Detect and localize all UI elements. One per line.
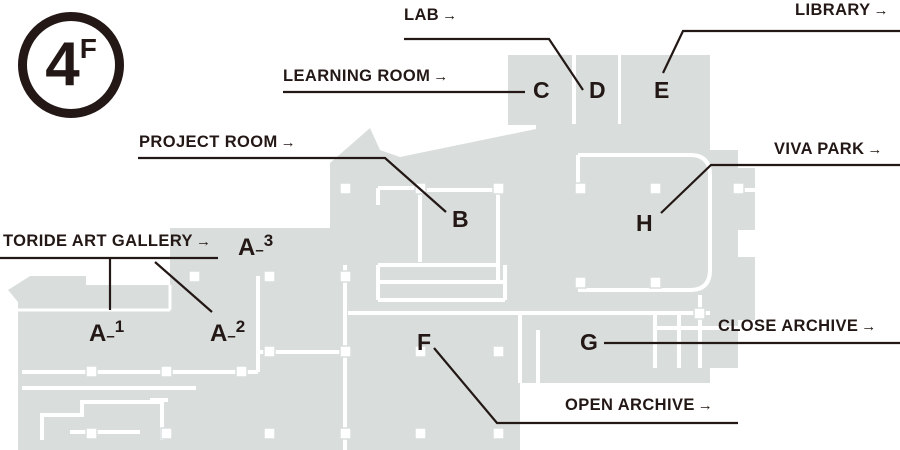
room-a2-code: A	[210, 320, 228, 347]
room-label-d[interactable]: D	[589, 77, 606, 103]
floor-number: 4	[45, 30, 79, 99]
room-label-a3[interactable]: A–3	[238, 232, 273, 260]
callout-close-archive-label: CLOSE ARCHIVE	[718, 317, 859, 335]
arrow-right-icon: →	[867, 141, 883, 158]
room-block-a3	[190, 228, 332, 276]
floor-suffix: F	[79, 33, 97, 64]
callout-viva-park-label: VIVA PARK	[774, 140, 865, 158]
room-label-g[interactable]: G	[580, 329, 598, 355]
callout-project-room-label: PROJECT ROOM	[139, 133, 278, 151]
callout-learning-room[interactable]: LEARNING ROOM→	[283, 67, 449, 86]
room-label-c[interactable]: C	[533, 77, 550, 103]
arrow-right-icon: →	[442, 7, 458, 24]
callout-open-archive[interactable]: OPEN ARCHIVE→	[565, 396, 713, 415]
callout-close-archive[interactable]: CLOSE ARCHIVE→	[718, 317, 877, 336]
arrow-right-icon: →	[195, 233, 212, 250]
arrow-right-icon: →	[697, 397, 714, 414]
floor-outline	[8, 124, 755, 450]
callout-viva-park[interactable]: VIVA PARK→	[774, 140, 883, 159]
callout-library-label: LIBRARY	[795, 1, 871, 19]
room-a2-index: 2	[235, 317, 246, 336]
arrow-right-icon: →	[280, 134, 297, 151]
leader-a2	[154, 261, 213, 313]
archive-block-4	[655, 331, 679, 367]
callout-toride-art-gallery[interactable]: TORIDE ART GALLERY→	[3, 232, 211, 251]
archive-block-5	[682, 331, 700, 367]
floor-slab	[8, 55, 755, 450]
arrow-right-icon: →	[873, 2, 889, 19]
column-grid	[85, 182, 745, 440]
leader-lab	[404, 37, 584, 91]
room-label-a1[interactable]: A–1	[89, 318, 124, 346]
callout-toride-art-gallery-label: TORIDE ART GALLERY	[3, 232, 193, 250]
callout-lab[interactable]: LAB→	[404, 6, 458, 25]
leader-open-archive	[433, 347, 738, 425]
room-a1-dash: –	[106, 328, 115, 345]
room-a1-index: 1	[114, 317, 125, 336]
room-a1-code: A	[89, 320, 107, 347]
callout-learning-room-label: LEARNING ROOM	[283, 67, 431, 85]
room-label-f[interactable]: F	[417, 329, 432, 355]
leader-project-room	[138, 156, 447, 213]
arrow-right-icon: →	[433, 68, 449, 85]
room-label-b[interactable]: B	[452, 206, 469, 232]
leader-viva-park	[660, 163, 900, 214]
room-a3-index: 3	[263, 231, 274, 250]
room-a3-dash: –	[255, 242, 264, 259]
room-block-c	[508, 55, 572, 125]
callout-open-archive-label: OPEN ARCHIVE	[565, 396, 695, 414]
leader-lines	[0, 29, 900, 425]
room-label-a2[interactable]: A–2	[210, 318, 245, 346]
room-label-e[interactable]: E	[654, 77, 670, 103]
archive-block-3	[703, 310, 738, 328]
callout-project-room[interactable]: PROJECT ROOM→	[139, 133, 296, 152]
leader-library	[662, 29, 900, 74]
room-label-h[interactable]: H	[636, 210, 653, 236]
arrow-right-icon: →	[861, 318, 877, 335]
callout-lab-label: LAB	[404, 6, 440, 24]
room-a3-code: A	[238, 234, 256, 261]
interior-walls	[18, 153, 755, 450]
callout-library[interactable]: LIBRARY→	[795, 1, 889, 20]
room-a2-dash: –	[227, 328, 236, 345]
